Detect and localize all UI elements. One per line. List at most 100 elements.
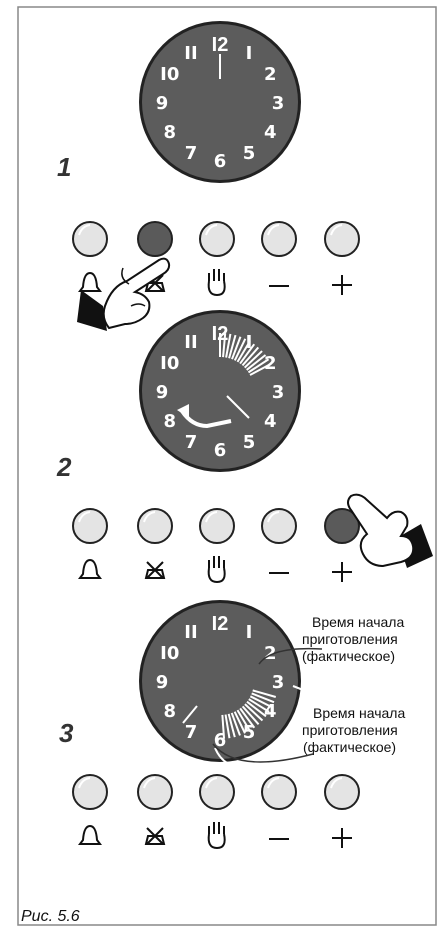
bell-icon [78,824,102,845]
button-cap[interactable] [72,774,108,810]
sector-tick [241,705,260,725]
cooking-end-button[interactable] [137,221,173,257]
pressing-hand-2 [347,493,433,568]
sector-tick [233,338,247,361]
dial-number: I2 [212,613,229,635]
button-cap[interactable] [137,508,173,544]
dial-number: II [184,332,197,353]
sector-tick [227,713,236,738]
button-highlight [143,777,156,789]
dial-number: 8 [164,701,177,722]
button-highlight [330,777,343,789]
dial-number: I [246,622,253,643]
pot-off-icon [144,561,166,579]
leader-line-top [258,647,323,665]
dial-number: I0 [160,64,179,85]
dial-number: 7 [185,432,198,453]
dial-number: II [184,43,197,64]
timer-button[interactable] [72,508,108,544]
dial-number: I0 [160,643,179,664]
sector-tick [222,333,227,358]
annotation-top-line-2: приготовления [302,631,398,647]
sector-tick [233,711,246,734]
dial-number: 6 [214,151,227,172]
dial-number: 9 [156,672,169,693]
dial-number: 8 [164,411,177,432]
elapsed-sector [221,689,277,739]
button-cap[interactable] [199,774,235,810]
minus-button[interactable] [261,221,297,257]
plus-icon [332,562,352,582]
cooking-end-button[interactable] [137,508,173,544]
button-highlight [267,777,280,789]
step-label-2: 2 [56,452,72,482]
button-row-1 [72,221,360,297]
figure-caption: Рис. 5.6 [21,908,80,925]
sector-tick [239,343,256,365]
annotation-bottom-line-3: (фактическое) [303,739,396,755]
sector-tick [241,346,260,367]
pressing-hand-1 [77,257,171,331]
button-highlight [78,224,91,236]
button-highlight [143,511,156,523]
timer-button[interactable] [72,221,108,257]
hand-icon [207,556,226,584]
plus-button[interactable] [324,221,360,257]
dial-number: 3 [272,93,285,114]
sector-tick [248,698,270,713]
button-cap[interactable] [137,221,173,257]
button-cap[interactable] [261,508,297,544]
sector-tick [228,334,237,359]
sector-tick [231,336,242,360]
hand-icon [207,822,226,850]
button-cap[interactable] [72,221,108,257]
manual-button[interactable] [199,508,235,544]
button-highlight [78,511,91,523]
minus-button[interactable] [261,508,297,544]
dial-number: I [246,43,253,64]
arrow-left-icon [177,404,189,418]
button-cap[interactable] [199,508,235,544]
button-cap[interactable] [324,774,360,810]
button-cap[interactable] [261,221,297,257]
button-cap[interactable] [72,508,108,544]
sector-tick [249,362,272,376]
dial-number: 9 [156,382,169,403]
manual-button[interactable] [199,221,235,257]
annotation-top: Время начала приготовления (фактическое) [302,614,404,664]
button-highlight [205,777,218,789]
dial-number: 2 [264,643,277,664]
dial-number: I2 [212,34,229,56]
button-cap[interactable] [137,774,173,810]
dial-number: 4 [264,411,277,432]
cooking-end-button[interactable] [137,774,173,810]
plus-button[interactable] [324,774,360,810]
button-highlight [267,224,280,236]
button-cap[interactable] [324,508,360,544]
sector-tick [251,692,275,704]
sector-tick [247,358,270,374]
pointer-curve-top [292,685,322,727]
button-cap[interactable] [261,774,297,810]
bell-icon [78,558,102,579]
button-cap[interactable] [199,221,235,257]
dial-number: 3 [272,672,285,693]
hour-hand [182,705,198,724]
annotation-bottom-line-2: приготовления [302,722,398,738]
dial-number: 6 [214,440,227,461]
manual-button[interactable] [199,774,235,810]
hand-line [226,395,250,419]
minus-button[interactable] [261,774,297,810]
plus-button[interactable] [324,508,360,544]
dial-face [142,313,298,469]
dial-number: II [184,622,197,643]
leader-line-bottom [212,743,314,763]
sector-tick [249,695,273,709]
button-cap[interactable] [324,221,360,257]
dial-number: 2 [264,64,277,85]
timer-button[interactable] [72,774,108,810]
dial-number: 8 [164,122,177,143]
